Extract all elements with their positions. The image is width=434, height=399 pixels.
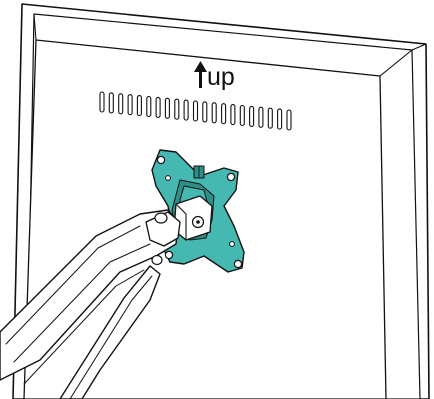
- connector-screw-center: [196, 220, 200, 224]
- vent-slot: [194, 101, 198, 121]
- screw-hole-top-left: [157, 156, 164, 163]
- vent-slot: [128, 95, 132, 115]
- screw-hole-mid-right: [230, 242, 235, 247]
- vent-slot: [259, 107, 263, 127]
- vent-slot: [175, 99, 179, 119]
- arm-connector: [174, 196, 212, 240]
- vent-slot: [203, 102, 207, 122]
- vent-slot: [109, 93, 113, 113]
- up-direction-label: up: [207, 64, 235, 90]
- vent-slot: [100, 92, 104, 112]
- vent-slot: [165, 98, 169, 118]
- vent-slot: [240, 106, 244, 126]
- vent-slot: [137, 96, 141, 116]
- vent-slot: [184, 100, 188, 120]
- connector-block: [174, 196, 212, 240]
- vent-slot: [119, 94, 123, 114]
- screw-hole-mid-left: [166, 176, 171, 181]
- vent-slot: [156, 97, 160, 117]
- arm-pivot: [152, 256, 162, 265]
- vent-slot: [278, 109, 282, 129]
- screw-hole-bottom-left: [165, 251, 172, 258]
- vent-slot: [147, 97, 151, 117]
- vent-slot: [250, 106, 254, 126]
- screw-hole-bottom-right: [234, 260, 241, 267]
- vent-slot: [222, 104, 226, 124]
- vent-slot: [268, 108, 272, 128]
- screw-hole-top-right: [227, 173, 234, 180]
- vent-slot: [231, 105, 235, 125]
- vent-slot: [287, 110, 291, 130]
- arm-knob: [155, 213, 167, 223]
- vent-slot: [212, 103, 216, 123]
